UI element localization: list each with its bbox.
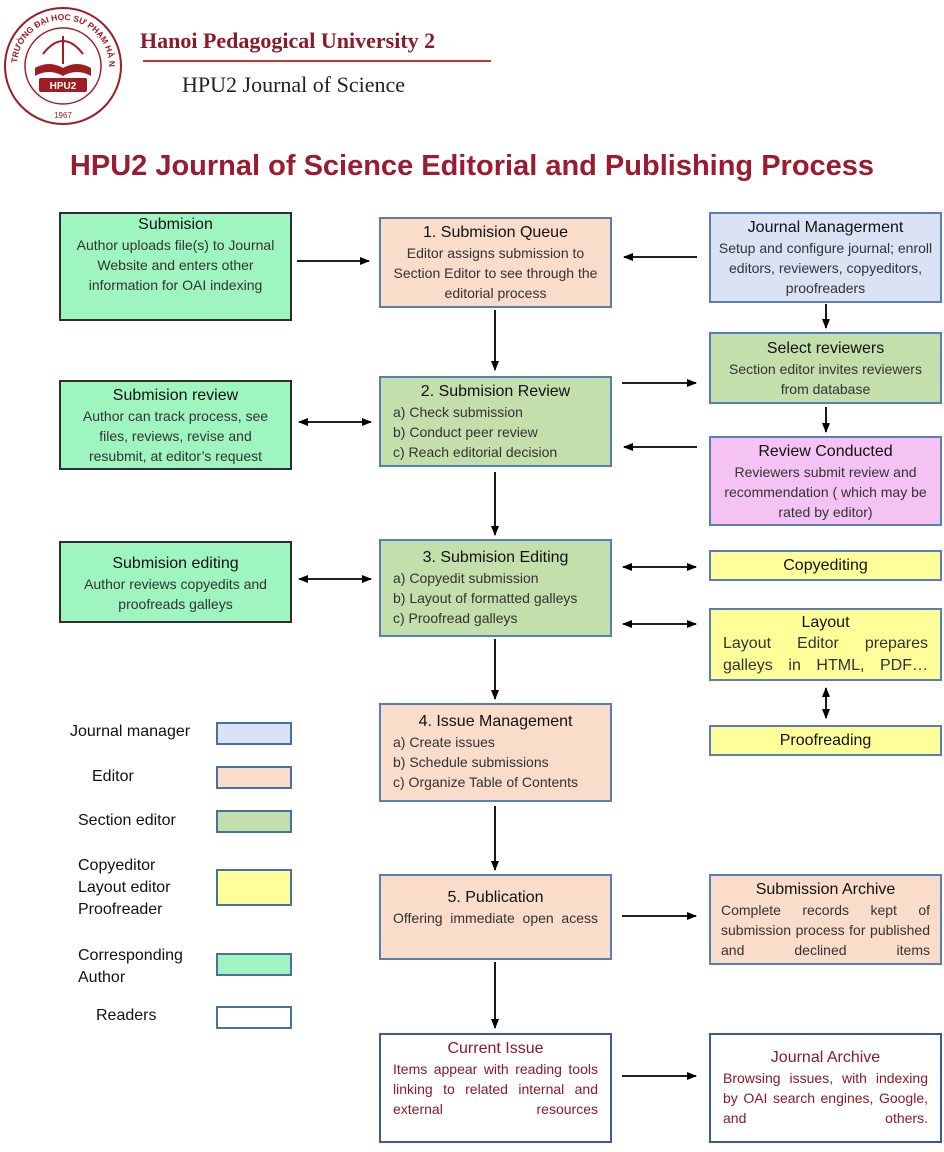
list-item: a) Copyedit submission	[393, 570, 539, 586]
node-review-conducted: Review Conducted Reviewers submit review…	[709, 436, 942, 526]
node-publication: 5. Publication Offering immediate open a…	[379, 874, 612, 960]
list-item: c) Organize Table of Contents	[393, 774, 578, 790]
university-name: Hanoi Pedagogical University 2	[140, 28, 436, 53]
node-text: Section editor invites reviewers from da…	[729, 361, 922, 397]
node-submission-queue: 1. Submision Queue Editor assigns submis…	[379, 217, 612, 308]
node-title: Submision	[138, 216, 213, 233]
list-item: b) Conduct peer review	[393, 424, 538, 440]
node-title: Journal Managerment	[747, 219, 904, 236]
list-item: a) Check submission	[393, 404, 523, 420]
node-text: Layout Editor prepares galleys in HTML, …	[723, 635, 928, 674]
node-proofreading: Proofreading	[709, 725, 942, 756]
legend-label-section-editor: Section editor	[78, 812, 176, 829]
legend-swatch-author	[216, 953, 292, 976]
legend-label-journal-manager: Journal manager	[70, 723, 191, 740]
legend-swatch-journal-manager	[216, 722, 292, 745]
node-submission: Submision Author uploads file(s) to Jour…	[59, 212, 292, 321]
header-rule	[143, 60, 491, 62]
node-submission-editing-author: Submision editing Author reviews copyedi…	[59, 541, 292, 623]
node-title: 2. Submision Review	[420, 383, 571, 400]
legend-label-author: Corresponding Author	[78, 947, 183, 986]
node-title: 5. Publication	[447, 889, 544, 906]
node-journal-management: Journal Managerment Setup and configure …	[709, 212, 942, 303]
node-issue-management: 4. Issue Management a) Create issues b) …	[379, 703, 612, 802]
list-item: c) Proofread galleys	[393, 610, 518, 626]
node-copyediting: Copyediting	[709, 550, 942, 581]
node-submission-review-author: Submision review Author can track proces…	[59, 380, 292, 470]
journal-name: HPU2 Journal of Science	[182, 72, 406, 97]
node-title: Proofreading	[779, 732, 872, 749]
legend-swatch-section-editor	[216, 810, 292, 833]
node-text: Editor assigns submission to Section Edi…	[393, 245, 598, 301]
legend-label-editor: Editor	[92, 768, 134, 785]
legend-swatch-readers	[216, 1006, 292, 1029]
legend-swatch-copyeditor	[216, 869, 292, 906]
node-title: Current Issue	[447, 1040, 544, 1057]
list-item: a) Create issues	[393, 734, 495, 750]
node-title: Copyediting	[783, 557, 868, 574]
node-text: Items appear with reading tools linking …	[393, 1061, 598, 1117]
node-title: 4. Issue Management	[418, 713, 573, 730]
node-text: Author can track process, see files, rev…	[82, 408, 269, 464]
node-text: Setup and configure journal; enroll edit…	[718, 240, 933, 296]
legend-label-copyeditor: Copyeditor Layout editor Proofreader	[78, 857, 171, 918]
node-title: 1. Submision Queue	[423, 224, 568, 241]
node-title: 3. Submision Editing	[422, 549, 569, 566]
legend-label-readers: Readers	[96, 1007, 157, 1024]
node-submission-review: 2. Submision Review a) Check submission …	[379, 376, 612, 467]
node-current-issue: Current Issue Items appear with reading …	[379, 1033, 612, 1143]
node-title: Layout	[801, 614, 850, 631]
node-title: Review Conducted	[758, 443, 893, 460]
legend-swatch-editor	[216, 766, 292, 789]
node-title: Select reviewers	[766, 340, 885, 357]
node-text: Offering immediate open acess	[393, 910, 598, 926]
page-title: HPU2 Journal of Science Editorial and Pu…	[69, 150, 875, 182]
node-text: Author uploads file(s) to Journal Websit…	[76, 237, 275, 293]
node-submission-editing: 3. Submision Editing a) Copyedit submiss…	[379, 539, 612, 637]
node-title: Submision review	[112, 387, 239, 404]
node-submission-archive: Submission Archive Complete records kept…	[709, 874, 942, 965]
node-text: Reviewers submit review and recommendati…	[724, 464, 927, 520]
node-text: Browsing issues, with indexing by OAI se…	[723, 1070, 928, 1126]
node-layout: Layout Layout Editor prepares galleys in…	[709, 608, 942, 681]
node-title: Submision editing	[112, 555, 239, 572]
list-item: b) Layout of formatted galleys	[393, 590, 578, 606]
node-title: Submission Archive	[755, 881, 896, 898]
node-select-reviewers: Select reviewers Section editor invites …	[709, 332, 942, 404]
hpu2-logo: TRƯỜNG ĐẠI HỌC SƯ PHẠM HÀ NỘI 2 HPU2 196…	[3, 6, 122, 125]
node-journal-archive: Journal Archive Browsing issues, with in…	[709, 1033, 942, 1143]
logo-year: 1967	[54, 111, 72, 120]
list-item: c) Reach editorial decision	[393, 444, 558, 460]
node-text: Author reviews copyedits and proofreads …	[84, 576, 267, 612]
node-title: Journal Archive	[770, 1049, 881, 1066]
logo-center-text: HPU2	[50, 81, 77, 92]
list-item: b) Schedule submissions	[393, 754, 549, 770]
node-text: Complete records kept of submission proc…	[721, 902, 930, 958]
